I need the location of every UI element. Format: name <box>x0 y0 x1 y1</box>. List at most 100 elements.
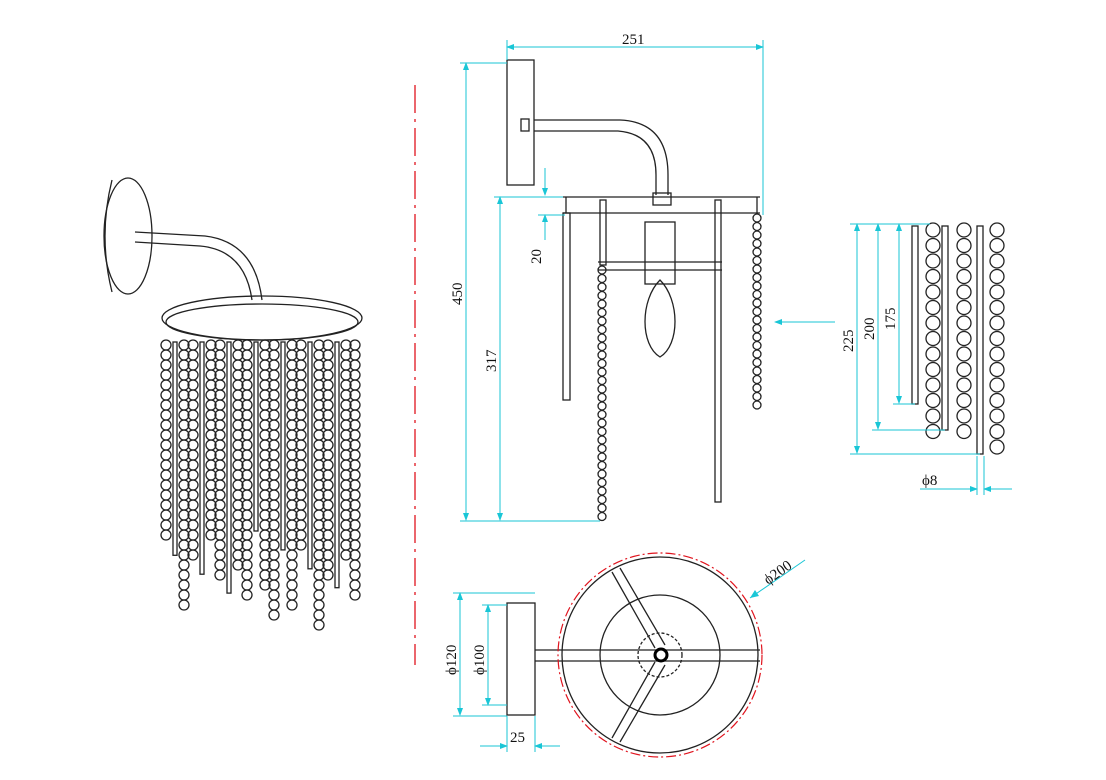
crystal-bead <box>178 559 190 571</box>
crystal-bead <box>268 589 280 601</box>
crystal-strand <box>268 339 280 621</box>
crystal-drop <box>989 268 1005 285</box>
crystal-drop <box>989 299 1005 316</box>
crystal-bead <box>214 539 226 551</box>
crystal-bead <box>313 619 325 631</box>
crystal-strand <box>322 339 334 581</box>
crystal-bead <box>752 400 762 410</box>
crystal-drop <box>956 361 972 378</box>
crystal-strand <box>241 339 253 601</box>
crystal-drop <box>956 299 972 316</box>
crystal-strand <box>334 341 340 589</box>
crystal-bead <box>349 569 361 581</box>
crystal-bead <box>752 238 762 249</box>
crystal-drop <box>956 423 972 440</box>
crystal-bead <box>286 589 298 601</box>
crystal-bead <box>160 419 172 431</box>
crystal-strand <box>205 339 217 541</box>
crystal-drop <box>989 346 1005 362</box>
dim-shade-diameter: ϕ200 <box>761 558 795 589</box>
crystal-bead <box>597 469 607 479</box>
crystal-bead <box>597 486 607 496</box>
crystal-bead <box>752 366 762 376</box>
crystal-bead <box>597 426 607 437</box>
crystal-bead <box>160 439 172 451</box>
crystal-bead <box>313 599 325 611</box>
crystal-bead <box>313 579 325 591</box>
crystal-rod <box>172 341 178 556</box>
perspective-view <box>103 177 363 631</box>
crystal-bead <box>160 399 172 411</box>
crystal-drop <box>925 377 941 393</box>
crystal-drop <box>925 284 941 300</box>
side-dimensions: 251 450 317 20 <box>450 32 835 522</box>
crystal-rod <box>253 341 259 532</box>
top-view <box>506 552 763 758</box>
dim-plate-depth: 25 <box>510 730 525 746</box>
dim-height-frame: 317 <box>484 349 500 372</box>
crystal-bead <box>597 494 607 505</box>
crystal-bead <box>349 589 361 601</box>
dim-strand-short: 175 <box>883 308 899 331</box>
crystal-strand <box>199 341 205 575</box>
crystal-rod <box>199 341 205 575</box>
crystal-drop <box>956 408 972 424</box>
crystal-strand <box>286 339 298 611</box>
crystal-bead <box>322 569 334 581</box>
crystal-bead <box>160 409 172 421</box>
crystal-bead <box>286 599 298 611</box>
crystal-bead <box>752 247 762 257</box>
crystal-bead <box>286 559 298 571</box>
crystal-bead <box>187 549 199 561</box>
crystal-bead <box>286 569 298 581</box>
crystal-bead <box>160 359 172 371</box>
crystal-strand <box>307 341 313 570</box>
crystal-rod <box>334 341 340 589</box>
crystal-bead <box>160 509 172 521</box>
crystal-drop <box>989 222 1005 238</box>
dim-height-total: 450 <box>450 283 466 306</box>
crystal-bead <box>752 272 762 283</box>
crystal-bead <box>597 418 607 428</box>
crystal-bead <box>597 367 607 377</box>
crystal-bead <box>241 589 253 601</box>
crystal-bead <box>752 315 762 325</box>
crystal-strand <box>313 339 325 631</box>
crystal-bead <box>752 306 762 317</box>
crystal-bead <box>349 579 361 591</box>
crystal-bead <box>268 609 280 621</box>
crystal-bead <box>160 349 172 361</box>
crystal-drop <box>956 377 972 393</box>
crystal-drop <box>956 284 972 300</box>
crystal-drop <box>925 222 941 238</box>
crystal-drop <box>956 222 972 238</box>
crystal-bead <box>160 369 172 381</box>
crystal-drop <box>989 330 1005 347</box>
crystal-drop <box>989 423 1005 440</box>
crystal-bead <box>597 282 607 292</box>
crystal-drop <box>925 392 941 409</box>
dim-plate-outer: ϕ120 <box>444 645 460 675</box>
crystal-drop <box>925 253 941 269</box>
dim-offset: 20 <box>529 249 545 264</box>
crystal-bead <box>597 401 607 411</box>
crystal-bead <box>160 499 172 511</box>
crystal-bead <box>597 307 607 318</box>
crystal-strand <box>340 339 352 561</box>
crystal-drop <box>956 315 972 331</box>
crystal-bead <box>752 213 762 223</box>
crystal-bead <box>205 529 217 541</box>
crystal-bead <box>160 489 172 501</box>
crystal-bead <box>313 609 325 621</box>
crystal-bead <box>597 350 607 360</box>
crystal-bead <box>160 519 172 531</box>
crystal-bead <box>597 477 607 488</box>
crystal-bead <box>160 339 172 351</box>
crystal-bead <box>160 469 172 481</box>
crystal-bead <box>178 589 190 601</box>
crystal-strand <box>349 339 361 601</box>
crystal-bead <box>259 579 271 591</box>
crystal-drop <box>989 377 1005 393</box>
